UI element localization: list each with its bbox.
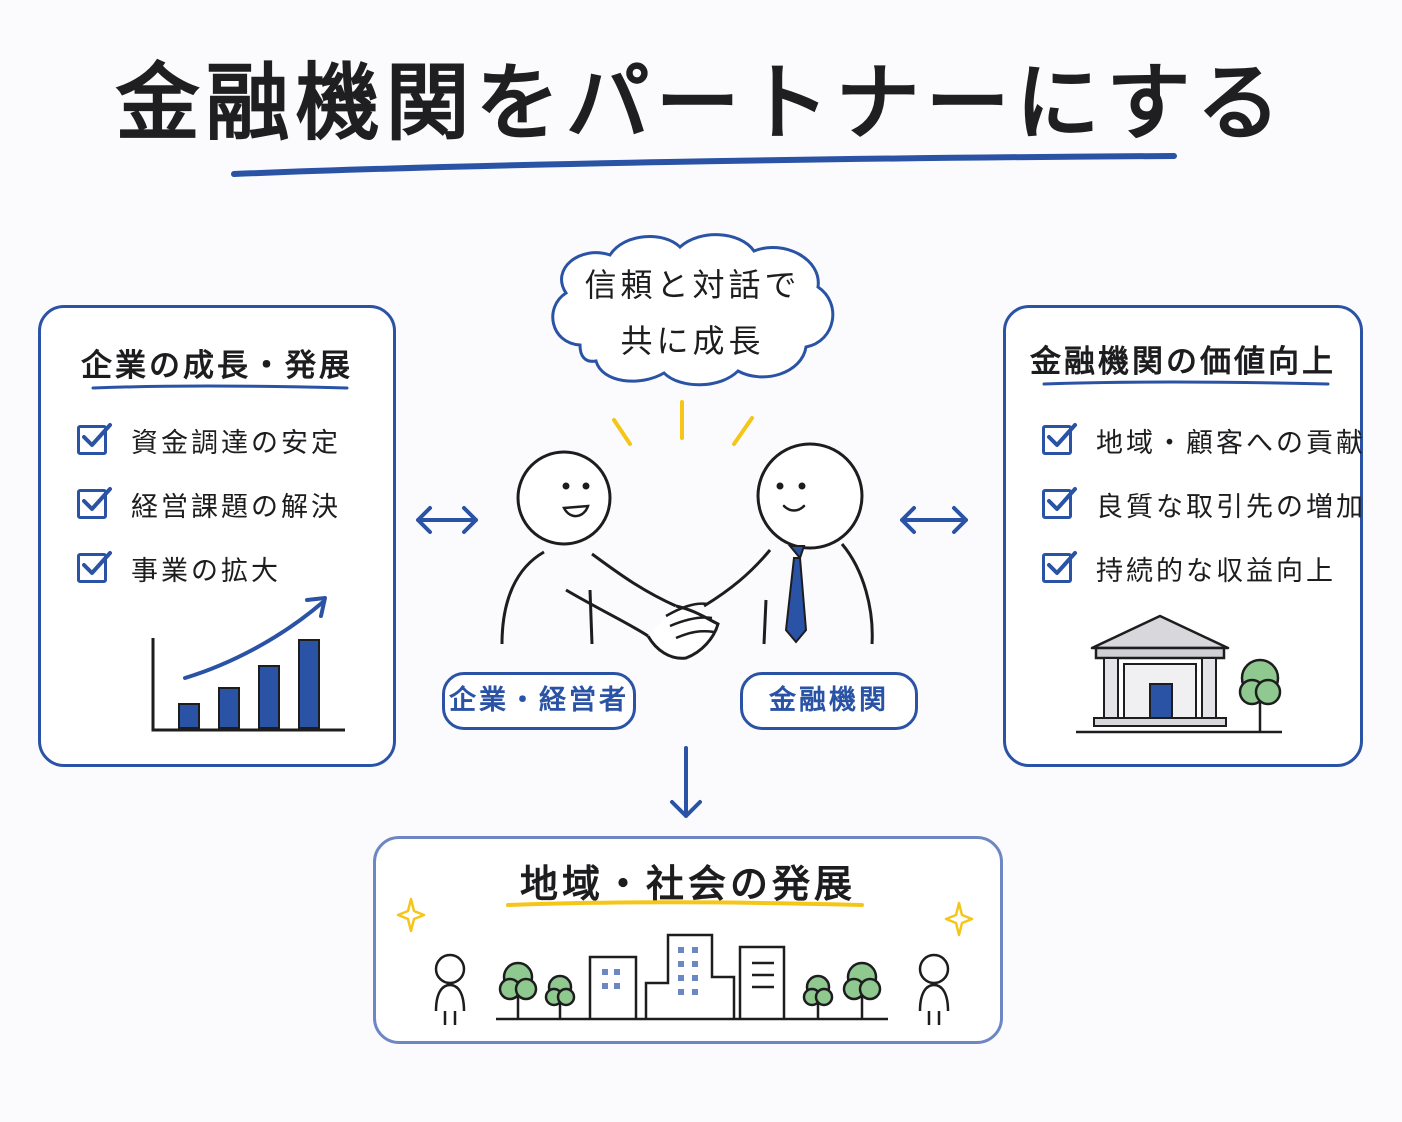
regional-development-title: 地域・社会の発展 <box>519 862 856 906</box>
page-title: 金融機関をパートナーにする <box>115 54 1287 152</box>
growth-bar-chart-icon <box>151 596 345 732</box>
checklist-item: 持続的な収益向上 <box>1042 548 1336 588</box>
checkbox-icon <box>1042 551 1077 583</box>
speech-cloud-icon <box>551 233 835 387</box>
bank-value-panel: 金融機関の価値向上 地域・顧客への貢献 良質な取引先の増加 持続的な収益向上 <box>1003 305 1363 767</box>
checklist-label: 持続的な収益向上 <box>1096 555 1336 587</box>
checkbox-icon <box>1042 423 1077 455</box>
bidirectional-arrow-icon <box>900 506 968 534</box>
cityscape-icon <box>434 933 950 1025</box>
bank-building-icon <box>1076 614 1282 734</box>
regional-development-underline <box>506 900 864 907</box>
bubble-text-line1: 信頼と対話で <box>584 266 801 304</box>
checkbox-icon <box>77 487 112 519</box>
bubble-text-line2: 共に成長 <box>620 322 765 360</box>
regional-development-panel: 地域・社会の発展 <box>373 836 1003 1044</box>
checklist-item: 地域・顧客への貢献 <box>1042 420 1366 460</box>
bidirectional-arrow-icon <box>416 506 478 534</box>
checklist-label: 資金調達の安定 <box>131 427 341 459</box>
checklist-label: 事業の拡大 <box>131 555 281 587</box>
checklist-item: 資金調達の安定 <box>77 420 341 460</box>
financial-institution-label: 金融機関 <box>740 672 918 730</box>
company-growth-title-underline <box>91 384 349 390</box>
bank-value-title: 金融機関の価値向上 <box>1030 344 1336 380</box>
company-growth-panel: 企業の成長・発展 資金調達の安定 経営課題の解決 事業の拡大 <box>38 305 396 767</box>
sparkle-icon <box>396 897 426 933</box>
company-manager-label: 企業・経営者 <box>442 672 636 730</box>
sparkle-icon <box>944 901 974 937</box>
checklist-label: 経営課題の解決 <box>131 491 341 523</box>
checkbox-icon <box>1042 487 1077 519</box>
checklist-item: 事業の拡大 <box>77 548 281 588</box>
handshake-icon <box>500 442 874 660</box>
title-underline <box>231 153 1177 177</box>
checkbox-icon <box>77 423 112 455</box>
bank-value-title-underline <box>1042 380 1330 386</box>
checklist-label: 地域・顧客への貢献 <box>1096 427 1366 459</box>
down-arrow-icon <box>670 746 702 818</box>
checklist-item: 経営課題の解決 <box>77 484 341 524</box>
checkbox-icon <box>77 551 112 583</box>
company-growth-title: 企業の成長・発展 <box>81 348 353 384</box>
checklist-label: 良質な取引先の増加 <box>1096 491 1366 523</box>
checklist-item: 良質な取引先の増加 <box>1042 484 1366 524</box>
highlight-rays-icon <box>612 400 754 446</box>
